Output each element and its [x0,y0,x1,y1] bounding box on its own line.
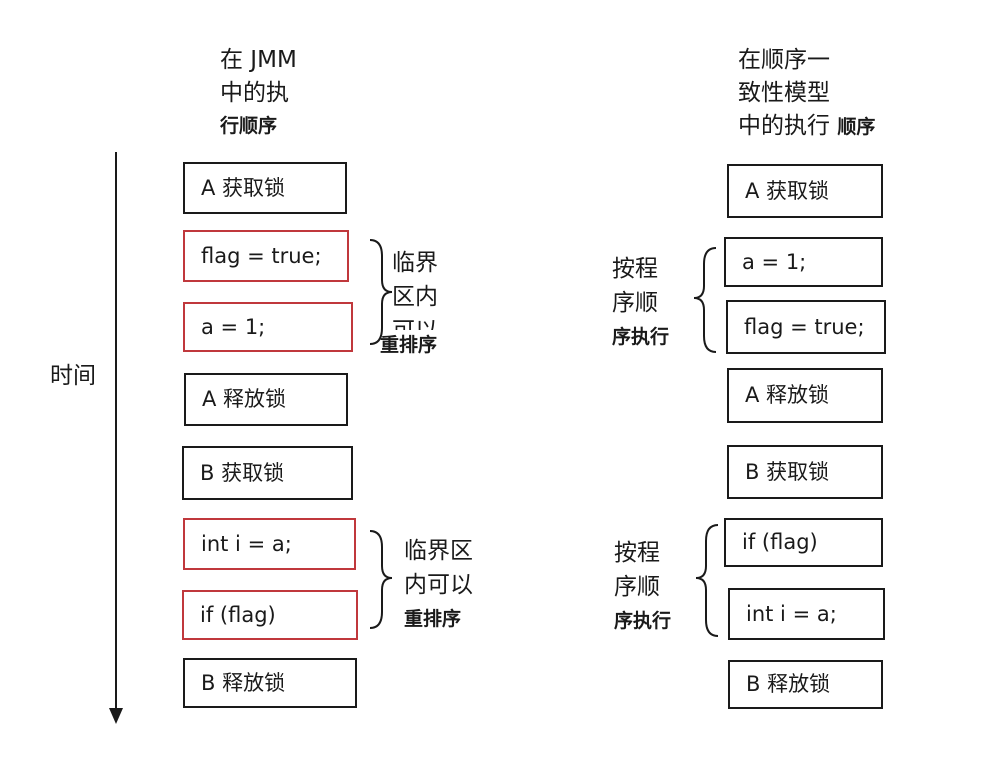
left-header-line3: 行顺序 [220,115,278,137]
right-brace-1 [693,247,717,353]
right-box-flag-true: flag = true; [726,300,886,354]
left-note-1-line1: 临界 [392,250,438,276]
time-label: 时间 [50,363,96,389]
right-brace-2 [695,524,719,637]
right-box-if-flag: if (flag) [724,518,883,567]
right-note-2-line1: 按程 [614,540,660,566]
left-box-flag-true: flag = true; [183,230,349,282]
left-box-if-flag: if (flag) [182,590,358,640]
time-axis-arrowhead [109,708,123,724]
right-note-2: 按程 序顺 序执行 [614,536,671,638]
right-note-1-line3: 序执行 [612,326,670,348]
right-note-2-line2: 序顺 [614,574,660,600]
left-note-1-line3: 可以 [392,314,438,330]
right-note-2-line3: 序执行 [614,610,672,632]
left-box-b-release-lock: B 释放锁 [183,658,357,708]
right-note-1-line2: 序顺 [612,290,658,316]
left-box-a-release-lock: A 释放锁 [184,373,348,426]
right-box-a-release-lock: A 释放锁 [727,368,883,423]
left-note-1-line4: 重排序 [380,334,438,356]
right-box-int-i-equals-a: int i = a; [728,588,885,640]
left-header-line2: 中的执 [220,80,289,106]
right-header-line3: 中的执行 [738,113,830,139]
left-note-2-line3: 重排序 [404,608,462,630]
right-header-line1: 在顺序一 [738,47,830,73]
right-header: 在顺序一 致性模型 中的执行 顺序 [738,44,875,144]
left-header: 在 JMM 中的执 行顺序 [220,44,297,143]
right-note-1: 按程 序顺 序执行 [612,252,669,354]
left-brace-2 [369,530,393,629]
right-box-b-acquire-lock: B 获取锁 [727,445,883,499]
left-box-int-i-equals-a: int i = a; [183,518,356,570]
right-header-line3-bold: 顺序 [837,116,876,138]
left-box-a-acquire-lock: A 获取锁 [183,162,347,214]
left-note-2: 临界区 内可以 重排序 [404,534,473,636]
left-note-1: 临界 区内 可以 重排序 [380,246,438,362]
right-box-a-acquire-lock: A 获取锁 [727,164,883,218]
left-box-b-acquire-lock: B 获取锁 [182,446,353,500]
left-note-1-line2: 区内 [392,284,438,310]
right-box-a-equals-1: a = 1; [724,237,883,287]
left-note-2-line1: 临界区 [404,538,473,564]
left-box-a-equals-1: a = 1; [183,302,353,352]
right-header-line2: 致性模型 [738,80,830,106]
left-brace-1 [369,239,393,345]
right-box-b-release-lock: B 释放锁 [728,660,883,709]
right-note-1-line1: 按程 [612,256,658,282]
left-header-line1: 在 JMM [220,47,297,73]
left-note-2-line2: 内可以 [404,572,473,598]
